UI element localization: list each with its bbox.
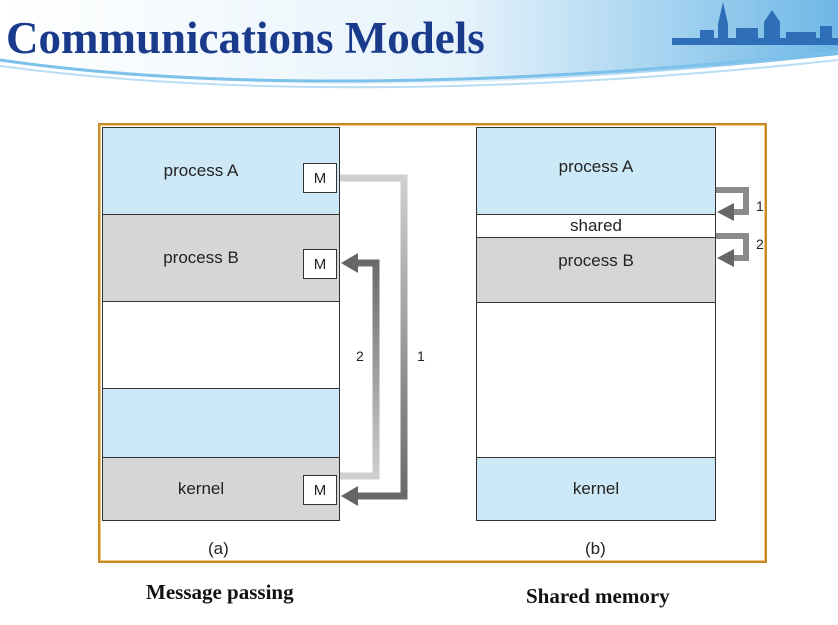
arrow-2 (340, 253, 380, 480)
arrow-1-label: 1 (417, 348, 425, 364)
segment-process-a: process A (476, 127, 716, 215)
segment-shared: shared (476, 214, 716, 238)
segment-process-a: process A (102, 127, 340, 215)
arrow-1 (716, 187, 749, 221)
segment-empty (102, 388, 340, 458)
header-background (0, 0, 838, 100)
page-title: Communications Models (6, 13, 485, 63)
caption-shared-memory: Shared memory (526, 584, 670, 608)
segment-empty (476, 302, 716, 458)
segment-kernel: kernel (102, 457, 340, 521)
skyline-icon (672, 2, 838, 45)
message-box: M (303, 163, 337, 193)
diagram-b-label: (b) (585, 539, 606, 558)
arrow-2-label: 2 (356, 348, 364, 364)
segment-empty (102, 301, 340, 389)
message-box: M (303, 249, 337, 279)
message-box: M (303, 475, 337, 505)
segment-process-b: process B (102, 214, 340, 302)
diagram-a-label: (a) (208, 539, 229, 558)
segment-process-b: process B (476, 237, 716, 303)
diagram-frame (98, 123, 767, 563)
arrow-2-label: 2 (756, 236, 764, 252)
arrow-1-label: 1 (756, 198, 764, 214)
arrow-2 (716, 233, 749, 267)
caption-message-passing: Message passing (146, 580, 294, 604)
arrow-1 (340, 174, 408, 506)
segment-kernel: kernel (476, 457, 716, 521)
header-banner: Communications Models (0, 0, 838, 100)
